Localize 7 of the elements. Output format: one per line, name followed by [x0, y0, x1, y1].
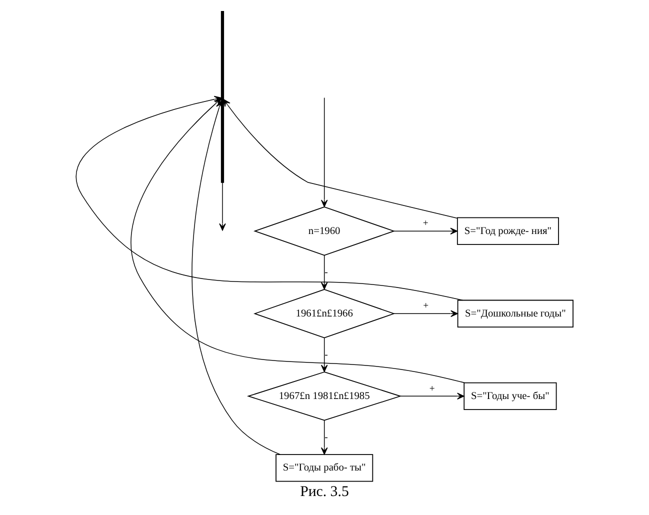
caption: Рис. 3.5: [300, 484, 349, 500]
edge-label: -: [324, 266, 328, 278]
edge-label: +: [429, 383, 435, 394]
edge-label: +: [422, 218, 428, 230]
edge-label: -: [324, 432, 328, 443]
edge-label: +: [423, 300, 429, 312]
edge-label: -: [324, 349, 328, 360]
